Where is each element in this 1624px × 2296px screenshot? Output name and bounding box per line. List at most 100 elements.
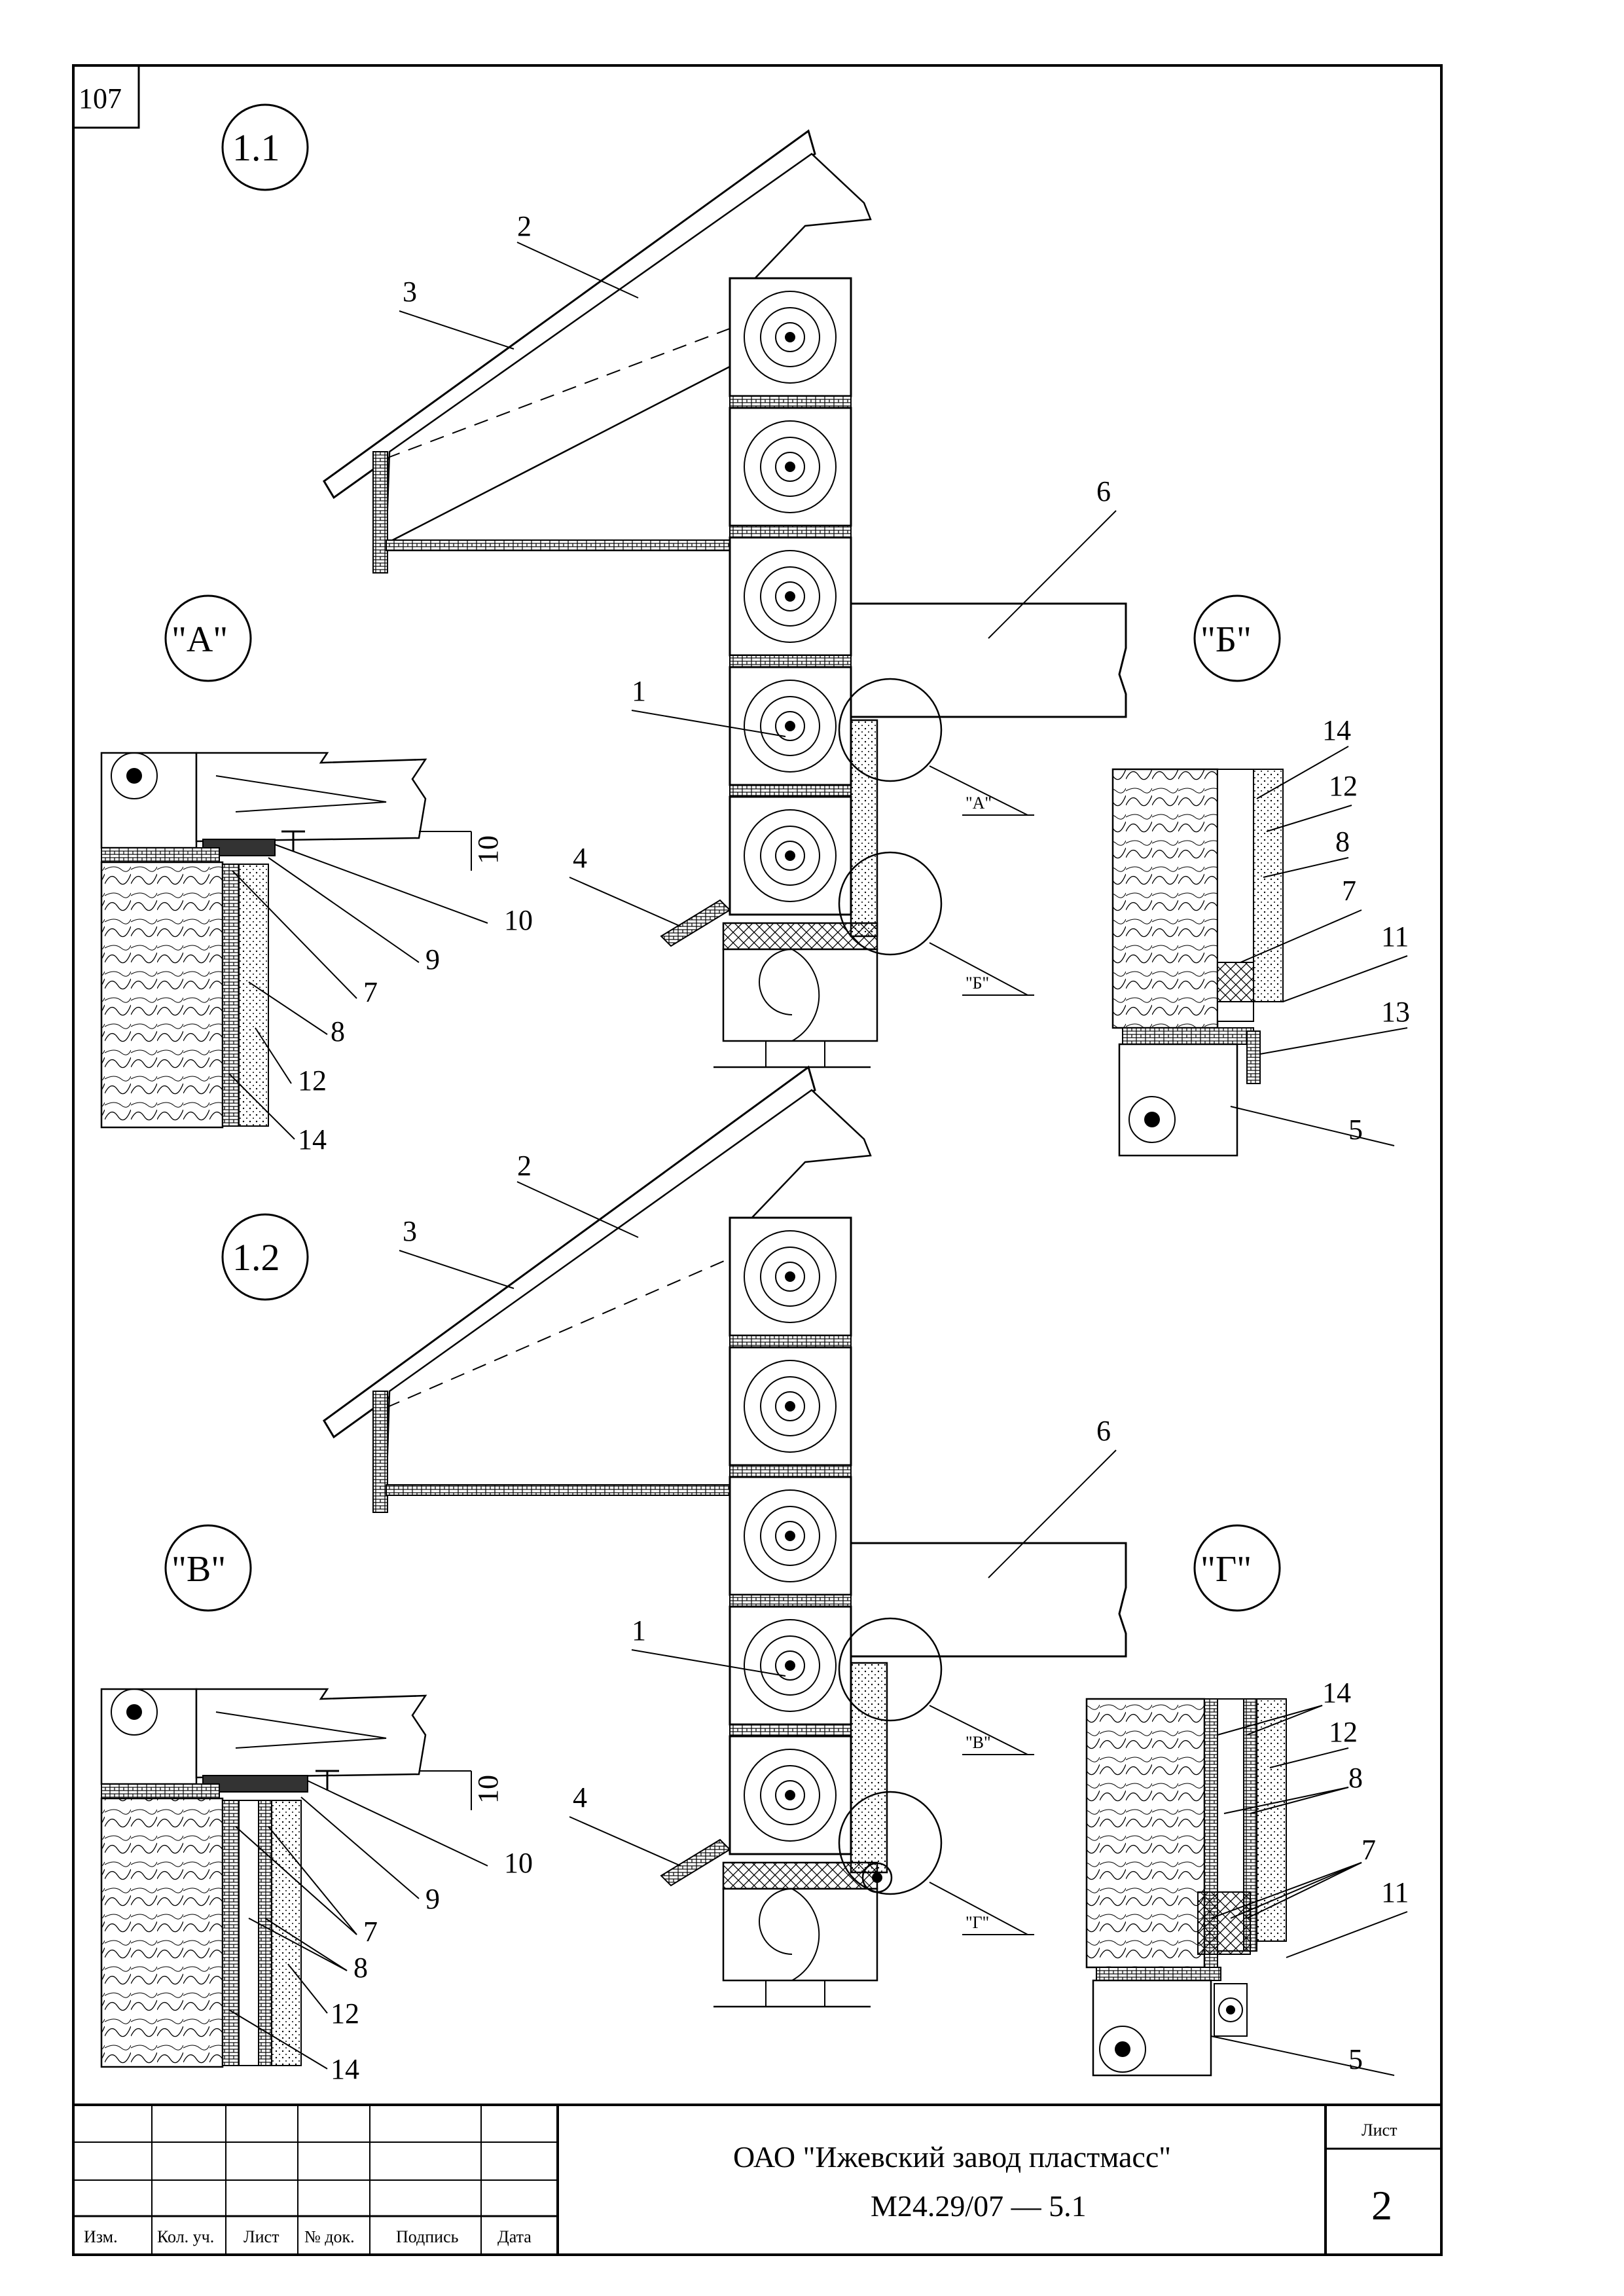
detail-g: 14 12 8 7 11 5 bbox=[1085, 1677, 1409, 2077]
detail-b-label-13: 13 bbox=[1381, 996, 1410, 1028]
col-date: Дата bbox=[497, 2227, 532, 2246]
callout-g bbox=[1193, 1524, 1281, 1612]
detail-g-label-12: 12 bbox=[1329, 1716, 1358, 1748]
section-1-2: 1.2 bbox=[164, 1065, 1281, 2008]
rafter bbox=[385, 153, 872, 545]
label-log: 1 bbox=[632, 675, 646, 707]
section-1-1-title: 1.1 bbox=[232, 126, 280, 169]
log bbox=[729, 666, 852, 786]
detail-a-label-8: 8 bbox=[331, 1015, 345, 1048]
detail-g-label-14: 14 bbox=[1322, 1677, 1351, 1709]
detail-b-label-7: 7 bbox=[1342, 875, 1356, 907]
ref-b: "Б" bbox=[965, 974, 989, 993]
detail-v-label-14: 14 bbox=[331, 2053, 359, 2085]
detail-b-label-11: 11 bbox=[1381, 920, 1409, 953]
col-list: Лист bbox=[244, 2227, 279, 2246]
callout-g-text: "Г" bbox=[1200, 1549, 1252, 1590]
callout-v-text: "В" bbox=[171, 1549, 226, 1590]
label-roof-2: 3 bbox=[403, 1215, 417, 1247]
log bbox=[729, 1216, 852, 1337]
detail-a-label-10: 10 bbox=[504, 904, 533, 936]
section-1-1-circle bbox=[221, 103, 309, 191]
callout-a bbox=[164, 594, 252, 682]
callout-v bbox=[164, 1524, 252, 1612]
floor-joist bbox=[851, 602, 1127, 718]
label-sill-2: 4 bbox=[573, 1781, 587, 1813]
detail-b-label-12: 12 bbox=[1329, 770, 1358, 802]
cladding-2 bbox=[850, 1662, 888, 1874]
log bbox=[729, 407, 852, 527]
roof-slab bbox=[323, 129, 816, 500]
detail-v: 10 10 9 7 8 12 14 bbox=[100, 1688, 533, 2085]
detail-a-label-14: 14 bbox=[298, 1123, 327, 1156]
detail-b-circle bbox=[838, 851, 943, 956]
detail-v-label-10: 10 bbox=[504, 1847, 533, 1879]
window-sill bbox=[660, 899, 731, 947]
window-sill-2 bbox=[660, 1838, 731, 1887]
eave-board bbox=[372, 451, 388, 574]
wood-wall-b bbox=[1111, 768, 1219, 1029]
label-rafter-2: 2 bbox=[517, 1150, 532, 1182]
detail-b-label-5: 5 bbox=[1348, 1114, 1363, 1146]
company-name: ОАО "Ижевский завод пластмасс" bbox=[733, 2140, 1171, 2174]
section-1-2-title: 1.2 bbox=[232, 1236, 280, 1279]
log bbox=[729, 1605, 852, 1726]
detail-a-circle bbox=[838, 678, 943, 782]
col-kol-uch: Кол. уч. bbox=[157, 2227, 214, 2246]
detail-a: 10 10 9 7 8 12 14 bbox=[100, 752, 533, 1156]
detail-a-label-9: 9 bbox=[425, 943, 440, 975]
label-joist: 6 bbox=[1096, 475, 1111, 507]
section-1-2-circle bbox=[221, 1213, 309, 1301]
detail-b-label-8: 8 bbox=[1335, 826, 1350, 858]
detail-b-label-14: 14 bbox=[1322, 714, 1351, 746]
callout-a-text: "А" bbox=[171, 619, 228, 660]
label-joist-2: 6 bbox=[1096, 1415, 1111, 1447]
detail-a-label-12: 12 bbox=[298, 1065, 327, 1097]
rafter-hidden-line bbox=[386, 327, 734, 459]
roof-slab-2 bbox=[323, 1065, 816, 1439]
detail-v-label-12: 12 bbox=[331, 1997, 359, 2030]
detail-g-label-8: 8 bbox=[1348, 1762, 1363, 1794]
log-stack-2 bbox=[713, 1216, 878, 2008]
title-block: Изм. Кол. уч. Лист № док. Подпись Дата О… bbox=[73, 2104, 1441, 2255]
detail-g-circle bbox=[838, 1791, 943, 1895]
soffit bbox=[386, 539, 731, 551]
sheet-label: Лист bbox=[1362, 2121, 1397, 2140]
detail-v-dim: 10 bbox=[472, 1775, 504, 1804]
sheet-border bbox=[72, 64, 1443, 2256]
label-sill: 4 bbox=[573, 842, 587, 874]
detail-v-label-9: 9 bbox=[425, 1883, 440, 1915]
log-stack-1 bbox=[713, 277, 878, 1068]
detail-v-label-7: 7 bbox=[363, 1916, 378, 1948]
wood-wall-g bbox=[1085, 1698, 1206, 1969]
cladding-1 bbox=[850, 719, 878, 938]
col-doc-no: № док. bbox=[304, 2227, 355, 2246]
page-number: 107 bbox=[79, 82, 122, 115]
callout-b bbox=[1193, 594, 1281, 682]
detail-a-label-7: 7 bbox=[363, 976, 378, 1008]
wood-wall-v bbox=[100, 1797, 224, 2068]
log bbox=[729, 277, 852, 397]
detail-b: 14 12 8 7 11 13 5 bbox=[1111, 714, 1410, 1157]
log bbox=[729, 536, 852, 657]
floor-joist-2 bbox=[851, 1542, 1127, 1658]
label-log-2: 1 bbox=[632, 1614, 646, 1647]
page-number-box bbox=[72, 64, 140, 129]
log bbox=[729, 1735, 852, 1855]
ref-v: "В" bbox=[965, 1733, 991, 1752]
doc-code: М24.29/07 — 5.1 bbox=[871, 2189, 1087, 2223]
detail-g-label-7: 7 bbox=[1362, 1834, 1376, 1866]
callout-b-text: "Б" bbox=[1200, 619, 1252, 660]
detail-g-label-5: 5 bbox=[1348, 2043, 1363, 2075]
col-signature: Подпись bbox=[396, 2227, 459, 2246]
col-izm: Изм. bbox=[84, 2227, 118, 2246]
label-rafter: 2 bbox=[517, 210, 532, 242]
section-1-1: 1.1 bbox=[164, 103, 1281, 1068]
sheet-number: 2 bbox=[1371, 2182, 1392, 2229]
detail-a-dim: 10 bbox=[472, 835, 504, 864]
log bbox=[729, 1476, 852, 1596]
log bbox=[729, 795, 852, 916]
ref-a: "А" bbox=[965, 793, 992, 812]
ref-g: "Г" bbox=[965, 1913, 989, 1932]
detail-v-circle bbox=[838, 1617, 943, 1722]
